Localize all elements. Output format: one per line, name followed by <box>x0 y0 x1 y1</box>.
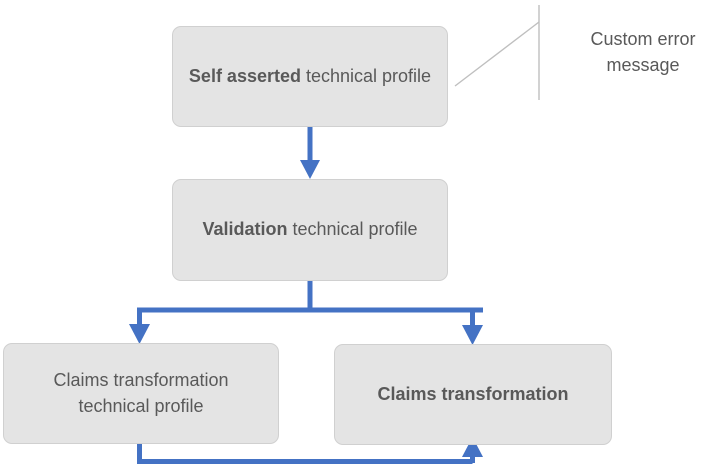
node-label-rest: Claims transformation technical profile <box>53 369 229 416</box>
arrow-validation-fork <box>129 281 483 345</box>
node-label-bold: Validation <box>202 219 288 240</box>
arrow-feedback-loop <box>137 437 483 464</box>
callout-line-1: Custom error <box>590 29 696 49</box>
node-label: Claims transformation <box>349 382 597 408</box>
callout-line-2: message <box>606 54 680 75</box>
node-label: Self asserted technical profile <box>187 64 433 90</box>
node-label-bold: Self asserted <box>188 65 301 86</box>
callout-leader-lines <box>454 5 540 100</box>
node-label-rest: technical profile <box>300 65 432 86</box>
node-label: Claims transformation technical profile <box>18 368 264 419</box>
arrow-self-asserted-to-validation <box>300 127 320 179</box>
node-validation-technical-profile[interactable]: Validation technical profile <box>172 179 448 281</box>
node-claims-transformation-technical-profile[interactable]: Claims transformation technical profile <box>3 343 279 444</box>
node-label-bold: Claims transformation <box>377 383 569 404</box>
node-label-rest: technical profile <box>287 219 418 240</box>
node-label: Validation technical profile <box>187 217 433 243</box>
node-claims-transformation[interactable]: Claims transformation <box>334 344 612 445</box>
node-self-asserted-technical-profile[interactable]: Self asserted technical profile <box>172 26 448 127</box>
callout-custom-error-message: Custom error message <box>558 27 727 78</box>
